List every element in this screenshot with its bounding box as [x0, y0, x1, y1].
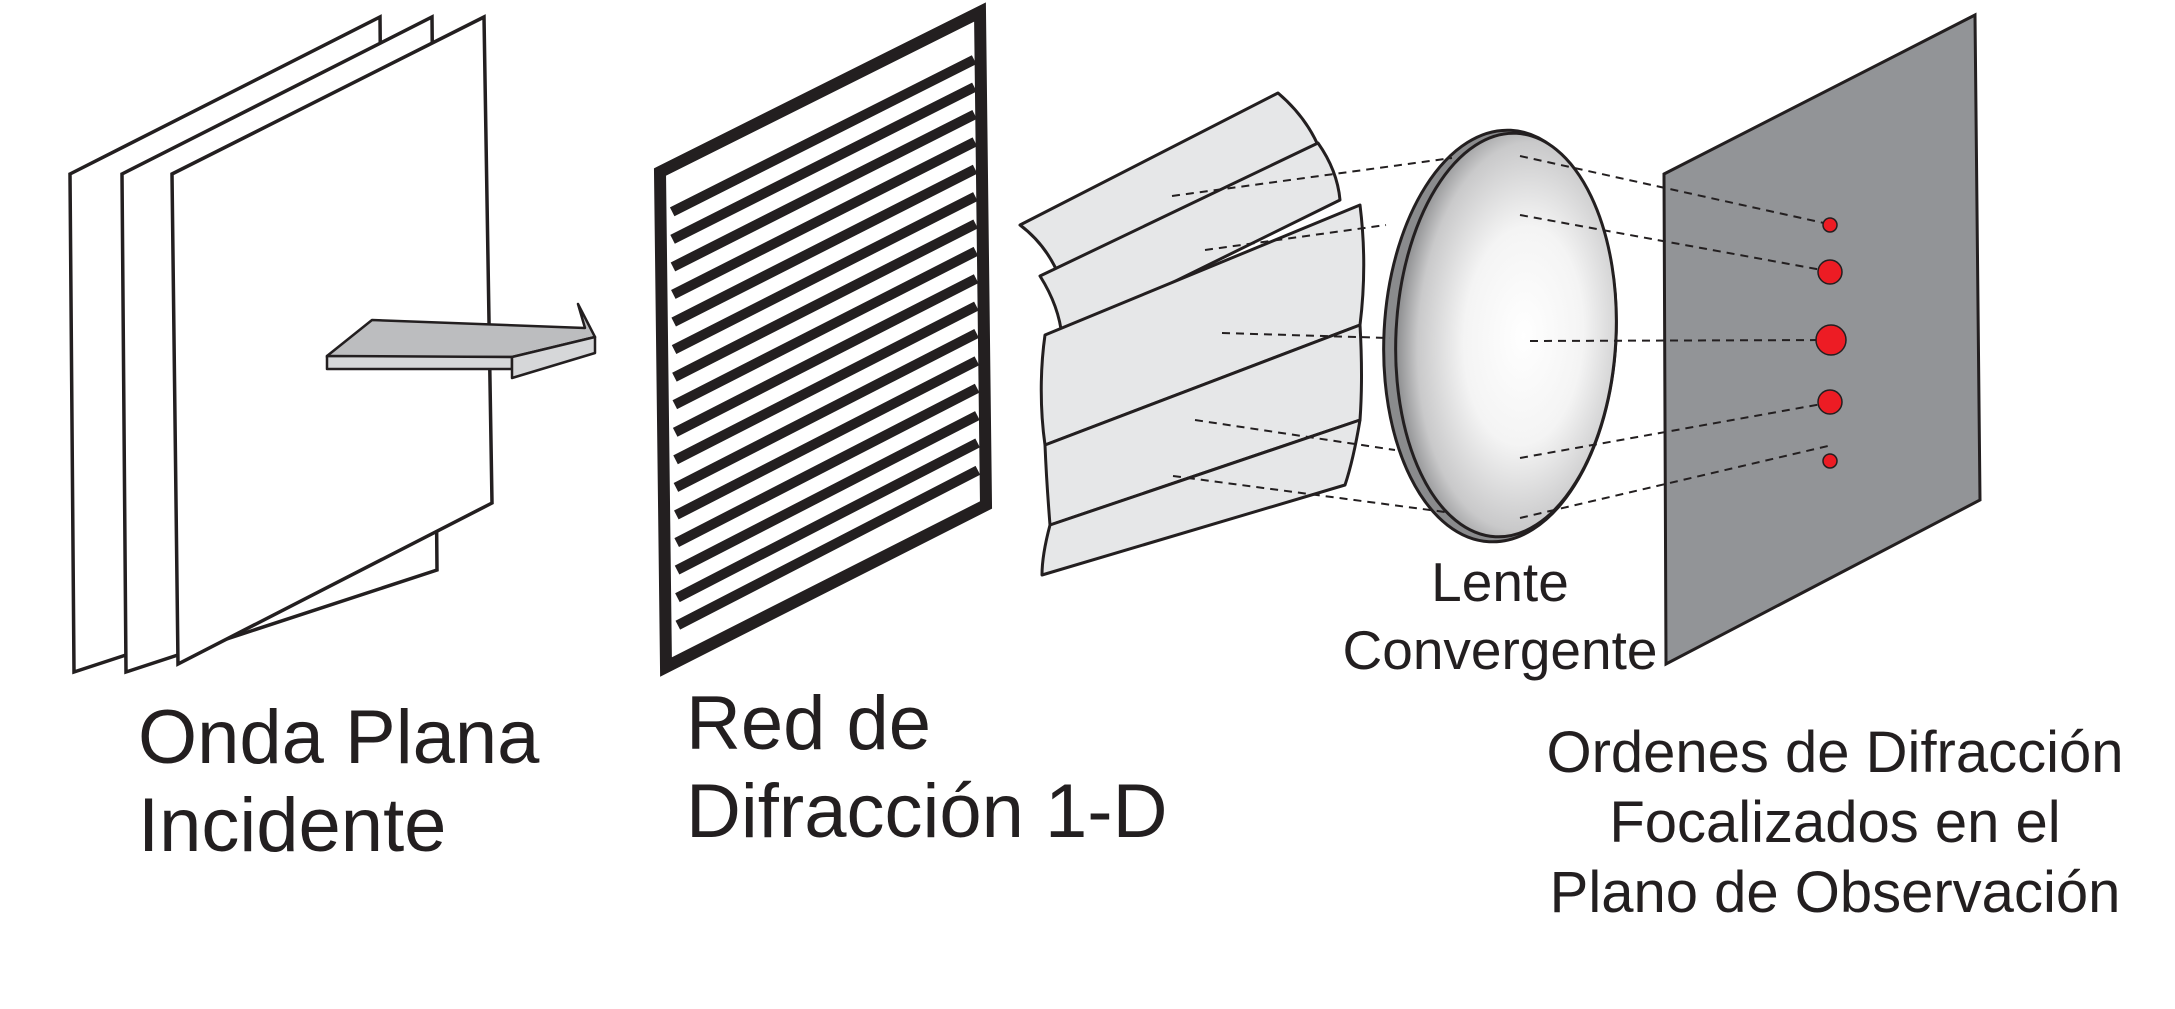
label-orders: Ordenes de Difracción Focalizados en el …: [1505, 718, 2165, 928]
diffraction-spots: [1815, 217, 1847, 469]
label-grating: Red de Difracción 1-D: [686, 680, 1167, 856]
label-line: Plano de Observación: [1549, 860, 2121, 925]
grating-ruling: [672, 246, 979, 410]
converging-lens: [1382, 128, 1618, 544]
grating-ruling: [674, 383, 980, 547]
label-line: Incidente: [138, 783, 447, 868]
ray-lines: [1171, 155, 1834, 519]
label-line: Red de: [686, 681, 932, 766]
grating-ruling: [675, 465, 981, 630]
label-line: Difracción 1-D: [686, 769, 1168, 854]
wavefront-sheet: [170, 14, 494, 667]
diffraction-grating: [653, 2, 993, 677]
grating-ruling: [669, 55, 977, 217]
grating-ruling: [670, 109, 977, 272]
grating-ruling: [672, 219, 978, 382]
diffracted-wave-sheet: [1038, 141, 1342, 339]
label-incident-wave: Onda Plana Incidente: [138, 694, 539, 870]
diffracted-wave-sheet: [1040, 418, 1362, 577]
incident-plane-wave: [68, 14, 494, 675]
grating-ruling: [671, 192, 978, 355]
label-line: Focalizados en el: [1609, 790, 2061, 855]
grating-ruling: [670, 82, 977, 244]
grating-ruling: [674, 356, 980, 520]
grating-ruling: [671, 137, 978, 299]
grating-rulings: [669, 55, 981, 630]
grating-ruling: [671, 164, 978, 327]
diffraction-spot: [1822, 453, 1838, 469]
label-line: Convergente: [1342, 619, 1658, 681]
label-line: Ordenes de Difracción: [1546, 720, 2124, 785]
label-line: Onda Plana: [138, 695, 540, 780]
grating-ruling: [675, 438, 980, 603]
grating-ruling: [672, 274, 979, 437]
diffraction-spot: [1815, 324, 1847, 356]
diffracted-waves: [1018, 91, 1366, 577]
diffraction-spot: [1817, 389, 1843, 415]
grating-ruling: [674, 411, 980, 575]
diffraction-spot: [1817, 259, 1843, 285]
label-line: Lente: [1431, 551, 1569, 613]
diffraction-spot: [1822, 217, 1838, 233]
grating-ruling: [673, 328, 979, 492]
label-lens: Lente Convergente: [1340, 548, 1660, 684]
propagation-arrow: [325, 302, 597, 380]
grating-ruling: [673, 301, 979, 465]
